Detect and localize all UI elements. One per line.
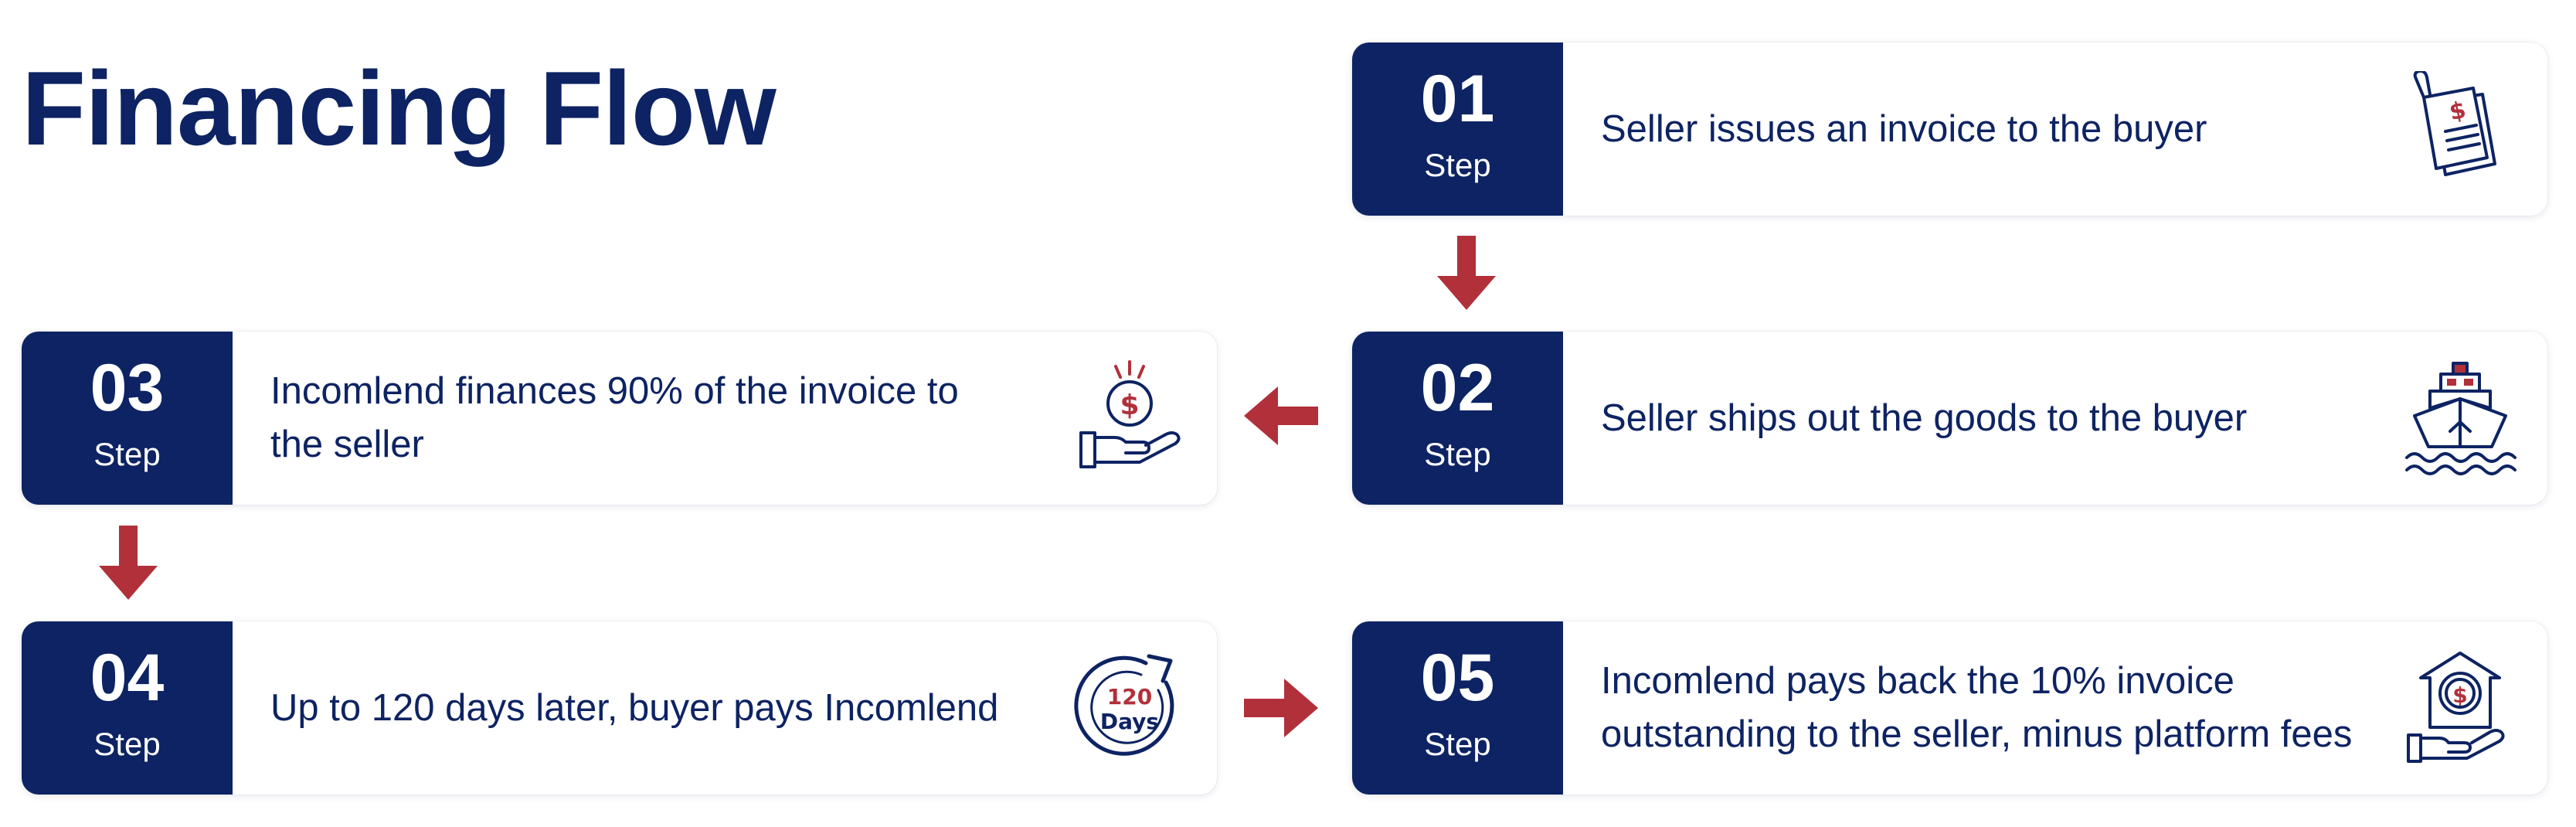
step-badge: 01 Step: [1352, 43, 1563, 216]
step-number: 03: [90, 351, 165, 425]
svg-text:$: $: [1120, 390, 1139, 421]
arrow-down-icon: [99, 526, 158, 600]
step-badge: 03 Step: [22, 332, 233, 505]
arrow-left-icon: [1244, 386, 1318, 445]
svg-text:$: $: [2452, 682, 2467, 708]
step-card-04: 04 Step Up to 120 days later, buyer pays…: [22, 621, 1217, 795]
step-number: 05: [1420, 641, 1495, 715]
step-description: Incomlend finances 90% of the invoice to…: [270, 370, 959, 465]
step-card-05: 05 Step Incomlend pays back the 10% invo…: [1352, 621, 2547, 795]
step-label: Step: [1424, 147, 1491, 183]
days-cycle-icon: 120 Days: [1072, 650, 1188, 766]
step-badge: 04 Step: [22, 621, 233, 795]
hand-coin-icon: $: [1072, 360, 1188, 476]
step-number: 01: [1420, 62, 1495, 136]
step-label: Step: [1424, 726, 1491, 762]
step-description: Incomlend pays back the 10% invoice outs…: [1601, 660, 2353, 755]
cargo-ship-icon: [2402, 360, 2518, 476]
step-number: 02: [1420, 351, 1495, 425]
days-word: Days: [1100, 709, 1159, 734]
arrow-down-icon: [1437, 236, 1496, 310]
step-badge: 02 Step: [1352, 332, 1563, 505]
payback-icon: $: [2402, 650, 2518, 766]
step-description: Seller ships out the goods to the buyer: [1601, 396, 2248, 439]
step-badge: 05 Step: [1352, 621, 1563, 795]
step-card-03: 03 Step Incomlend finances 90% of the in…: [22, 332, 1217, 505]
step-label: Step: [1424, 436, 1491, 472]
step-number: 04: [90, 641, 165, 715]
arrow-right-icon: [1244, 679, 1318, 737]
step-card-01: 01 Step Seller issues an invoice to the …: [1352, 43, 2547, 216]
invoice-icon: $: [2402, 69, 2518, 187]
step-label: Step: [93, 436, 161, 472]
step-label: Step: [93, 726, 161, 762]
page-title: Financing Flow: [22, 49, 777, 167]
step-card-02: 02 Step Seller ships out the goods to th…: [1352, 332, 2547, 505]
step-description: Up to 120 days later, buyer pays Incomle…: [270, 686, 999, 729]
days-number: 120: [1107, 684, 1152, 710]
step-description: Seller issues an invoice to the buyer: [1601, 107, 2207, 150]
